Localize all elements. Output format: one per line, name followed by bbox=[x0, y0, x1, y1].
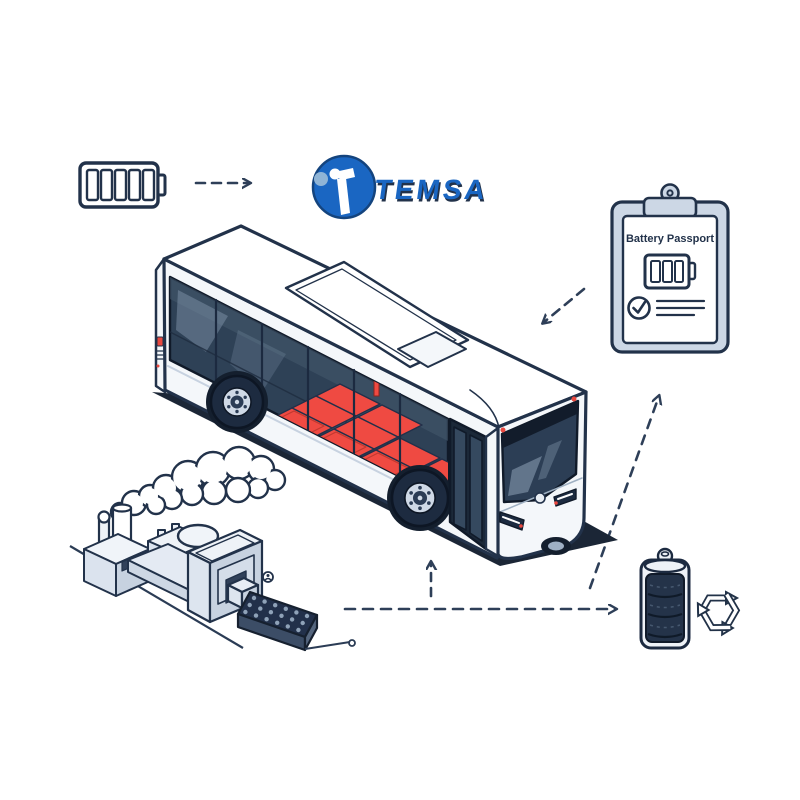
conveyor-roller bbox=[348, 639, 356, 647]
roof-panel bbox=[284, 260, 500, 429]
factory-machine bbox=[186, 528, 264, 624]
conveyor-end-line bbox=[304, 641, 351, 650]
recycle-icon bbox=[696, 590, 741, 637]
factory-illustration bbox=[69, 445, 356, 652]
battery-passport-clipboard: Battery Passport bbox=[610, 183, 730, 354]
svg-text:TEMSA: TEMSA bbox=[374, 177, 491, 208]
clipboard-paper bbox=[621, 214, 719, 345]
rear-wheel bbox=[206, 371, 268, 433]
svg-text:TEMSA: TEMSA bbox=[373, 174, 490, 205]
module-indicator-icon bbox=[262, 571, 274, 583]
bus-side-windows bbox=[168, 275, 450, 503]
headlight-left bbox=[499, 511, 525, 531]
front-pillar bbox=[484, 426, 500, 558]
clipboard-title: Battery Passport bbox=[626, 233, 714, 245]
flow-arrows bbox=[194, 183, 659, 609]
text-lines-icon bbox=[655, 299, 706, 317]
temsa-wordmark: TEMSA TEMSA bbox=[373, 174, 492, 207]
clipboard-clip bbox=[642, 196, 698, 219]
front-logo-badge bbox=[534, 492, 546, 504]
passport-battery-icon bbox=[643, 253, 697, 290]
destination-sign bbox=[502, 401, 578, 448]
check-circle-icon bbox=[627, 296, 651, 320]
temsa-logo: TEMSA TEMSA bbox=[311, 154, 492, 220]
headlight-right bbox=[553, 488, 577, 507]
tail-light bbox=[156, 336, 164, 347]
bus-front bbox=[496, 390, 588, 561]
front-wheel bbox=[387, 465, 453, 531]
arrow-passport-to-bus bbox=[543, 287, 586, 323]
battery-pack-icon bbox=[78, 161, 167, 209]
factory-chimney bbox=[97, 503, 133, 550]
arrow-battery-cell-to-passport bbox=[588, 396, 659, 590]
electric-bus-illustration bbox=[152, 224, 618, 566]
battery-module-product bbox=[236, 590, 319, 652]
battery-cell-icon bbox=[639, 547, 691, 650]
roof-ac-unit bbox=[397, 331, 467, 368]
